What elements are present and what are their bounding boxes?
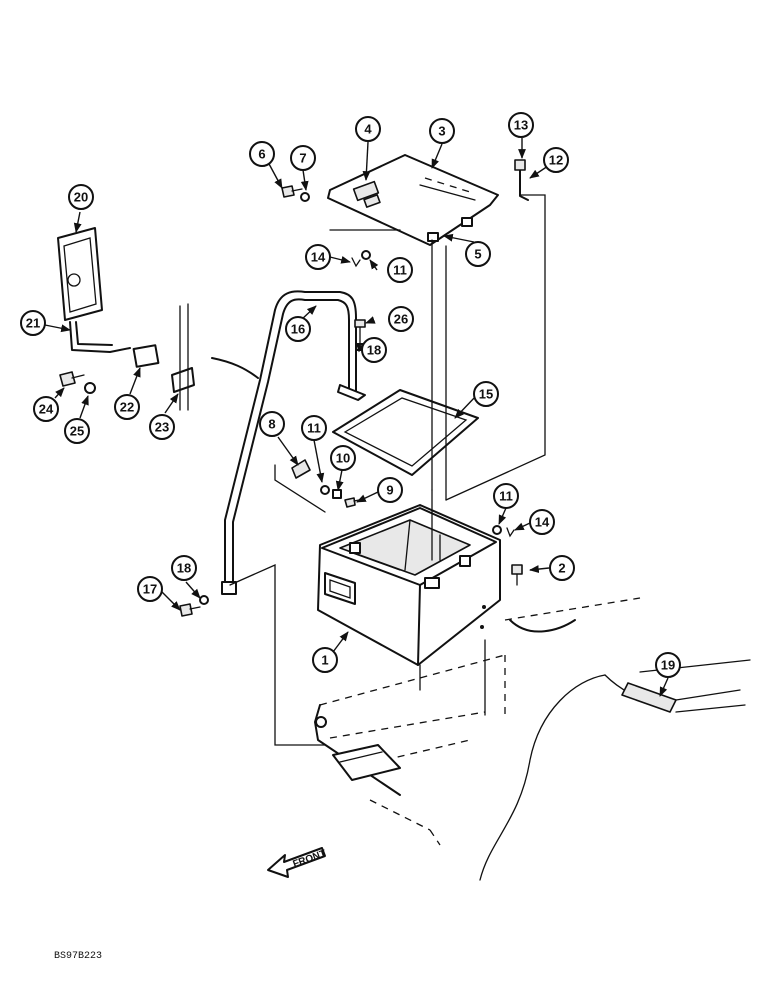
callout-4: 4	[355, 116, 381, 142]
callout-17: 17	[137, 576, 163, 602]
reference-lines	[229, 194, 546, 746]
machine-frame	[314, 597, 641, 846]
svg-text:19: 19	[661, 658, 675, 673]
gasket-frame	[332, 389, 479, 476]
callout-26: 26	[388, 306, 414, 332]
svg-text:9: 9	[386, 483, 393, 498]
callout-2: 2	[549, 555, 575, 581]
svg-text:11: 11	[393, 263, 407, 278]
callout-11-right: 11	[493, 483, 519, 509]
figure-code: BS97B223	[54, 951, 102, 962]
hinge-pin	[514, 159, 529, 201]
svg-text:12: 12	[549, 153, 563, 168]
callout-20: 20	[68, 184, 94, 210]
callout-22: 22	[114, 394, 140, 420]
svg-text:18: 18	[367, 343, 381, 358]
svg-text:17: 17	[143, 582, 157, 597]
callout-11-mid: 11	[301, 415, 327, 441]
hose-part-19	[479, 659, 751, 881]
svg-text:24: 24	[39, 402, 54, 417]
svg-text:14: 14	[311, 250, 326, 265]
callout-18-left: 18	[171, 555, 197, 581]
callout-1: 1	[312, 647, 338, 673]
svg-text:21: 21	[26, 316, 40, 331]
callout-23: 23	[149, 414, 175, 440]
svg-text:2: 2	[558, 561, 565, 576]
svg-text:8: 8	[268, 417, 275, 432]
svg-text:3: 3	[438, 124, 445, 139]
callout-21: 21	[20, 310, 46, 336]
callout-19: 19	[655, 652, 681, 678]
mirror-assembly	[57, 227, 259, 411]
leader-lines	[44, 138, 669, 697]
callout-7: 7	[290, 145, 316, 171]
callout-13: 13	[508, 112, 534, 138]
svg-text:23: 23	[155, 420, 169, 435]
callout-9: 9	[377, 477, 403, 503]
svg-text:13: 13	[514, 118, 528, 133]
battery-cover	[327, 154, 499, 246]
callout-14-top: 14	[305, 244, 331, 270]
callout-14-right: 14	[529, 509, 555, 535]
svg-text:6: 6	[258, 147, 265, 162]
step-plate	[332, 744, 401, 781]
svg-text:FRONT: FRONT	[291, 848, 327, 870]
handrail	[221, 290, 366, 595]
battery-box	[317, 504, 501, 666]
callout-8: 8	[259, 411, 285, 437]
svg-text:15: 15	[479, 387, 493, 402]
callout-16: 16	[285, 316, 311, 342]
svg-text:20: 20	[74, 190, 88, 205]
svg-text:4: 4	[364, 122, 372, 137]
svg-text:5: 5	[474, 247, 481, 262]
svg-text:18: 18	[177, 561, 191, 576]
front-direction-arrow: FRONT	[267, 847, 328, 878]
svg-text:16: 16	[291, 322, 305, 337]
svg-text:7: 7	[299, 151, 306, 166]
svg-text:10: 10	[336, 451, 350, 466]
svg-text:25: 25	[70, 424, 84, 439]
svg-text:11: 11	[307, 421, 321, 436]
svg-text:26: 26	[394, 312, 408, 327]
svg-text:22: 22	[120, 400, 134, 415]
callout-11-top: 11	[387, 257, 413, 283]
svg-text:11: 11	[499, 489, 513, 504]
callout-6: 6	[249, 141, 275, 167]
callout-18-right: 18	[361, 337, 387, 363]
callout-3: 3	[429, 118, 455, 144]
callout-10: 10	[330, 445, 356, 471]
callout-5: 5	[465, 241, 491, 267]
callout-12: 12	[543, 147, 569, 173]
svg-text:14: 14	[535, 515, 550, 530]
callout-15: 15	[473, 381, 499, 407]
hardware-bolts	[179, 185, 523, 617]
svg-text:1: 1	[321, 653, 328, 668]
callout-25: 25	[64, 418, 90, 444]
callout-24: 24	[33, 396, 59, 422]
